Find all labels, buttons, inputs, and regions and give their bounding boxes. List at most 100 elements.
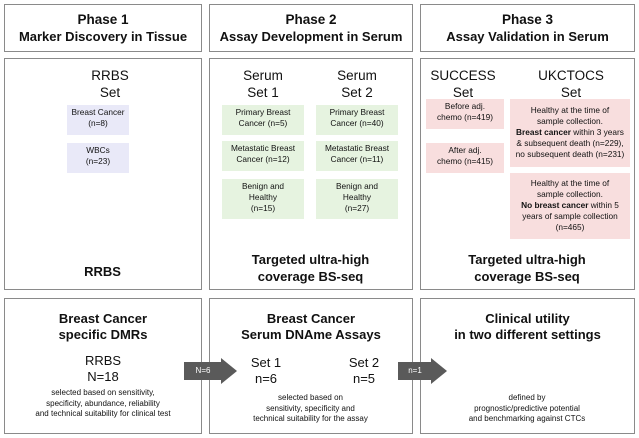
assay-desc-line1: selected based on bbox=[278, 393, 343, 402]
chip-line: Healthy at the time of bbox=[530, 105, 610, 115]
chip-line: no subsequent death (n=231) bbox=[515, 149, 625, 159]
serum-set1-title-line2: Set 1 bbox=[247, 85, 279, 100]
chip-line: (n=15) bbox=[250, 203, 276, 213]
set2-chip-benign: Benign and Healthy (n=27) bbox=[316, 179, 398, 219]
chip-line: Healthy bbox=[248, 192, 278, 202]
dmr-box: Breast Cancer specific DMRs RRBS N=18 se… bbox=[4, 298, 202, 434]
dmr-title-line2: specific DMRs bbox=[58, 327, 148, 342]
chip-rest: within 5 bbox=[588, 200, 619, 210]
chip-line: (n=465) bbox=[555, 222, 585, 232]
chip-line: Primary Breast bbox=[235, 107, 291, 117]
chip-label: WBCs bbox=[86, 145, 110, 155]
phase1-panel: RRBS Set Breast Cancer (n=8) WBCs (n=23)… bbox=[4, 58, 202, 290]
phase3-subtitle: Assay Validation in Serum bbox=[446, 29, 609, 44]
chip-line: No breast cancer within 5 bbox=[512, 200, 628, 211]
set1-chip-primary: Primary Breast Cancer (n=5) bbox=[222, 105, 304, 135]
ukctocs-chip-healthy: Healthy at the time of sample collection… bbox=[510, 173, 630, 239]
set2-chip-primary: Primary Breast Cancer (n=40) bbox=[316, 105, 398, 135]
assay-set1-label: Set 1 bbox=[250, 355, 282, 370]
phase2-header: Phase 2 Assay Development in Serum bbox=[209, 4, 413, 52]
chip-line: sample collection. bbox=[537, 189, 603, 199]
phase3-method: Targeted ultra-high coverage BS-seq bbox=[421, 251, 633, 285]
serum-set2-title-line2: Set 2 bbox=[341, 85, 373, 100]
dmr-set: RRBS bbox=[84, 353, 122, 368]
chip-line: After adj. bbox=[448, 145, 482, 155]
arrow-head-icon bbox=[221, 358, 237, 384]
phase3-method-line1: Targeted ultra-high bbox=[468, 252, 586, 267]
clinical-title-line1: Clinical utility bbox=[485, 311, 570, 326]
chip-line: Healthy at the time of bbox=[530, 178, 610, 188]
assay-set2-n: n=5 bbox=[352, 371, 376, 386]
clinical-desc-line3: and benchmarking against CTCs bbox=[468, 414, 586, 423]
phase2-title: Phase 2 bbox=[285, 12, 337, 27]
phase1-title: Phase 1 bbox=[77, 12, 129, 27]
chip-line: & subsequent death (n=229), bbox=[516, 138, 624, 148]
assay-set1: Set 1 n=6 bbox=[236, 355, 296, 387]
serum-set2-title-line1: Serum bbox=[337, 68, 377, 83]
set1-chip-metastatic: Metastatic Breast Cancer (n=12) bbox=[222, 141, 304, 171]
assay-desc: selected based on sensitivity, specifici… bbox=[210, 393, 411, 425]
chip-line: chemo (n=419) bbox=[436, 112, 494, 122]
rrbs-set-title: RRBS Set bbox=[55, 67, 165, 101]
phase2-method-line1: Targeted ultra-high bbox=[251, 252, 370, 267]
success-chip-after: After adj. chemo (n=415) bbox=[426, 143, 504, 173]
ukctocs-set-title: UKCTOCS Set bbox=[521, 67, 621, 101]
chip-line: Breast cancer within 3 years bbox=[512, 127, 628, 138]
chip-line: years of sample collection bbox=[522, 211, 618, 221]
assay-box: Breast Cancer Serum DNAme Assays Set 1 n… bbox=[209, 298, 413, 434]
dmr-desc-line3: and technical suitability for clinical t… bbox=[35, 409, 171, 418]
chip-bold: No breast cancer bbox=[521, 200, 589, 210]
ukctocs-set-title-line1: UKCTOCS bbox=[538, 68, 604, 83]
assay-set2-label: Set 2 bbox=[348, 355, 380, 370]
rrbs-set-title-line1: RRBS bbox=[91, 68, 129, 83]
set2-chip-metastatic: Metastatic Breast Cancer (n=11) bbox=[316, 141, 398, 171]
success-set-title-line1: SUCCESS bbox=[430, 68, 496, 83]
assay-desc-line3: technical suitability for the assay bbox=[253, 414, 368, 423]
chip-line: Primary Breast bbox=[329, 107, 385, 117]
dmr-count: N=18 bbox=[87, 369, 119, 384]
phase3-method-line2: coverage BS-seq bbox=[474, 269, 580, 284]
chip-line: Benign and bbox=[242, 181, 284, 191]
assay-set1-n: n=6 bbox=[254, 371, 278, 386]
dmr-desc-line2: specificity, abundance, reliability bbox=[46, 398, 160, 408]
phase3-title: Phase 3 bbox=[501, 12, 554, 27]
chip-rest: within 3 years bbox=[570, 127, 624, 137]
phase1-subtitle: Marker Discovery in Tissue bbox=[18, 29, 188, 44]
chip-breast-cancer: Breast Cancer (n=8) bbox=[67, 105, 129, 135]
chip-line: Cancer (n=12) bbox=[236, 154, 290, 164]
arrow-label: n=1 bbox=[398, 362, 432, 380]
chip-line: (n=27) bbox=[344, 203, 370, 213]
chip-line: Cancer (n=40) bbox=[330, 118, 384, 128]
clinical-desc-line2: prognostic/predictive potential bbox=[474, 403, 580, 413]
chip-n: (n=8) bbox=[88, 118, 108, 128]
chip-line: Before adj. bbox=[444, 101, 486, 111]
phase2-subtitle: Assay Development in Serum bbox=[219, 29, 403, 44]
ukctocs-chip-cancer: Healthy at the time of sample collection… bbox=[510, 99, 630, 167]
arrow-head-icon bbox=[431, 358, 447, 384]
success-set-title-line2: Set bbox=[452, 85, 474, 100]
chip-line: sample collection. bbox=[537, 116, 603, 126]
assay-title-line2: Serum DNAme Assays bbox=[241, 327, 381, 342]
chip-n: (n=23) bbox=[85, 156, 111, 166]
chip-line: Healthy bbox=[342, 192, 372, 202]
clinical-title-line2: in two different settings bbox=[454, 327, 601, 342]
dmr-title-line1: Breast Cancer bbox=[58, 311, 148, 326]
ukctocs-set-title-line2: Set bbox=[560, 85, 582, 100]
arrow-phase1-to-phase2: N=6 bbox=[184, 358, 237, 384]
clinical-desc: defined by prognostic/predictive potenti… bbox=[421, 393, 633, 425]
chip-line: Cancer (n=5) bbox=[238, 118, 288, 128]
chip-wbcs: WBCs (n=23) bbox=[67, 143, 129, 173]
set1-chip-benign: Benign and Healthy (n=15) bbox=[222, 179, 304, 219]
phase3-header: Phase 3 Assay Validation in Serum bbox=[420, 4, 635, 52]
clinical-desc-line1: defined by bbox=[508, 393, 546, 402]
arrow-label: N=6 bbox=[184, 362, 222, 380]
phase1-method: RRBS bbox=[84, 264, 121, 279]
phase2-panel: Serum Set 1 Serum Set 2 Primary Breast C… bbox=[209, 58, 413, 290]
chip-line: Benign and bbox=[336, 181, 378, 191]
assay-desc-line2: sensitivity, specificity and bbox=[266, 403, 355, 413]
assay-title-line1: Breast Cancer bbox=[266, 311, 356, 326]
serum-set1-title: Serum Set 1 bbox=[228, 67, 298, 101]
success-chip-before: Before adj. chemo (n=419) bbox=[426, 99, 504, 129]
phase3-panel: SUCCESS Set UKCTOCS Set Before adj. chem… bbox=[420, 58, 635, 290]
chip-line: Cancer (n=11) bbox=[330, 154, 384, 164]
